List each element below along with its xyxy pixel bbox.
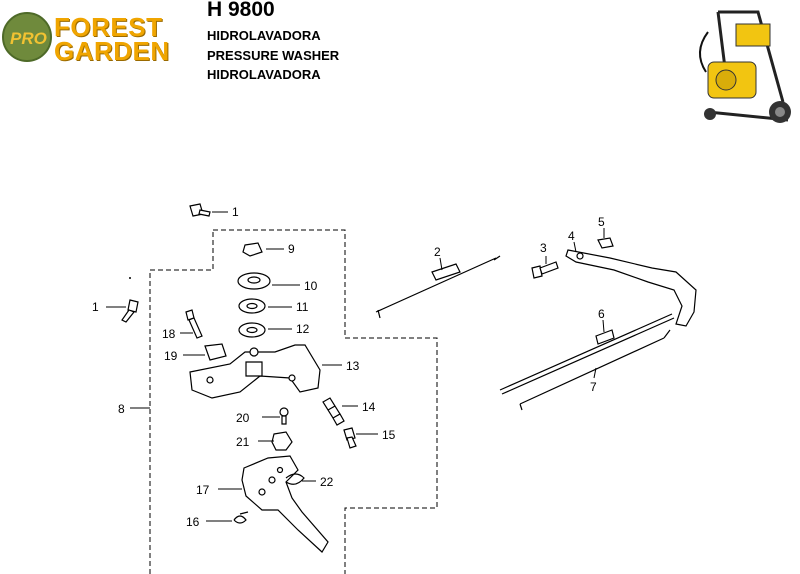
callout-21: 21 (236, 435, 250, 449)
logo-word-forest: FOREST (54, 12, 163, 42)
callout-18: 18 (162, 327, 176, 341)
callout-8: 8 (118, 402, 125, 416)
part-17-lever (241, 455, 329, 553)
forest-garden-logo: PRO FOREST GARDEN (0, 10, 200, 70)
callout-9: 9 (288, 242, 295, 256)
callout-20: 20 (236, 411, 250, 425)
assembly-boundary (149, 229, 438, 574)
callout-17: 17 (196, 483, 210, 497)
part-3-bolt (531, 261, 559, 279)
part-6-clip (595, 329, 615, 345)
part-16-spring (233, 511, 249, 524)
callout-5: 5 (598, 215, 605, 229)
callout-6: 6 (598, 307, 605, 321)
callout-16: 16 (186, 515, 200, 529)
part-4-arm (565, 249, 697, 327)
part-22-clip (285, 473, 305, 485)
callout-2: 2 (434, 245, 441, 259)
callout-10: 10 (304, 279, 318, 293)
callout-4: 4 (568, 229, 575, 243)
part-21-nut (271, 431, 293, 451)
pressure-washer-photo (688, 2, 798, 128)
callout-7: 7 (590, 380, 597, 394)
callout-15: 15 (382, 428, 396, 442)
title-line-2: PRESSURE WASHER (207, 48, 340, 63)
callout-11: 11 (296, 300, 309, 314)
callout-13: 13 (346, 359, 360, 373)
part-20-bolt (279, 407, 289, 425)
pro-badge-text: PRO (10, 29, 47, 48)
logo-word-garden: GARDEN (54, 36, 170, 66)
callout-1b: 1 (92, 300, 99, 314)
title-line-3: HIDROLAVADORA (207, 67, 321, 82)
callout-19: 19 (164, 349, 178, 363)
part-11-washer (238, 298, 266, 314)
part-13-bracket (189, 344, 321, 399)
part-1-bolt-left (121, 299, 139, 323)
part-2-cable (375, 255, 501, 319)
pro-badge-icon: PRO (2, 12, 52, 62)
part-14-spring (322, 397, 345, 426)
callout-22: 22 (320, 475, 334, 489)
callout-1a: 1 (232, 205, 239, 219)
part-5-nut (597, 237, 614, 249)
part-19-clip (204, 343, 227, 361)
callout-3: 3 (540, 241, 547, 255)
part-15-bolt (343, 427, 357, 449)
part-7-rod (499, 313, 675, 411)
part-18-screw (185, 309, 203, 339)
callout-12: 12 (296, 322, 310, 336)
part-9-nut (242, 242, 263, 257)
part-1-bolt (189, 203, 211, 217)
part-10-washer (237, 272, 271, 290)
title-line-1: HIDROLAVADORA (207, 28, 321, 43)
model-number: H 9800 (207, 0, 275, 21)
callout-14: 14 (362, 400, 376, 414)
part-12-washer (238, 322, 266, 338)
